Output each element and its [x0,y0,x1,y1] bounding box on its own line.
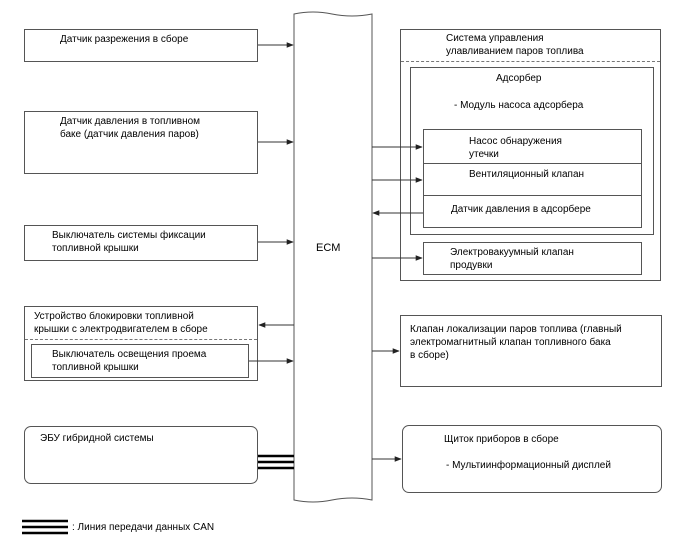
vacuum-sensor-box [24,29,258,62]
purge-vsv-box [423,242,642,275]
vent-valve-label: Вентиляционный клапан [469,169,585,180]
pump-divider-2 [424,195,641,196]
ecm-label: ECM [316,242,341,254]
lid-lock-motor-label: Устройство блокировки топливной крышки с… [34,311,208,335]
cluster-title: Щиток приборов в сборе [444,434,559,445]
canister-pressure-sensor-label: Датчик давления в адсорбере [451,204,591,215]
can-legend-symbol [22,519,68,535]
can-legend-label: : Линия передачи данных CAN [72,522,215,533]
cap-lock-switch-label: Выключатель системы фиксации топливной к… [52,230,206,254]
tank-pressure-sensor-label: Датчик давления в топливном баке (датчик… [60,116,201,140]
vacuum-sensor-label: Датчик разрежения в сборе [60,34,189,45]
lid-light-switch-box [31,344,249,378]
vapor-valve-label: Клапан локализации паров топлива (главны… [410,324,622,361]
pump-divider-1 [424,163,641,164]
cluster-box [402,425,662,493]
can-bus-lines [258,454,294,470]
lid-light-switch-label: Выключатель освещения проема топливной к… [52,349,207,373]
leak-pump-label: Насос обнаружения утечки [469,136,562,160]
hybrid-ecu-label: ЭБУ гибридной системы [40,433,154,444]
purge-vsv-label: Электровакуумный клапан продувки [450,247,574,271]
tank-pressure-sensor-box [24,111,258,174]
evap-system-divider [401,61,660,62]
lid-lock-divider [25,339,257,340]
vapor-valve-box [400,315,662,387]
hybrid-ecu-box [24,426,258,484]
pump-module-box [423,129,642,228]
evap-system-title: Система управления улавливанием паров то… [446,33,584,57]
pump-module-label: - Модуль насоса адсорбера [454,100,584,111]
canister-title: Адсорбер [496,73,542,84]
cap-lock-switch-box [24,225,258,261]
multi-display-label: - Мультиинформационный дисплей [446,460,611,471]
